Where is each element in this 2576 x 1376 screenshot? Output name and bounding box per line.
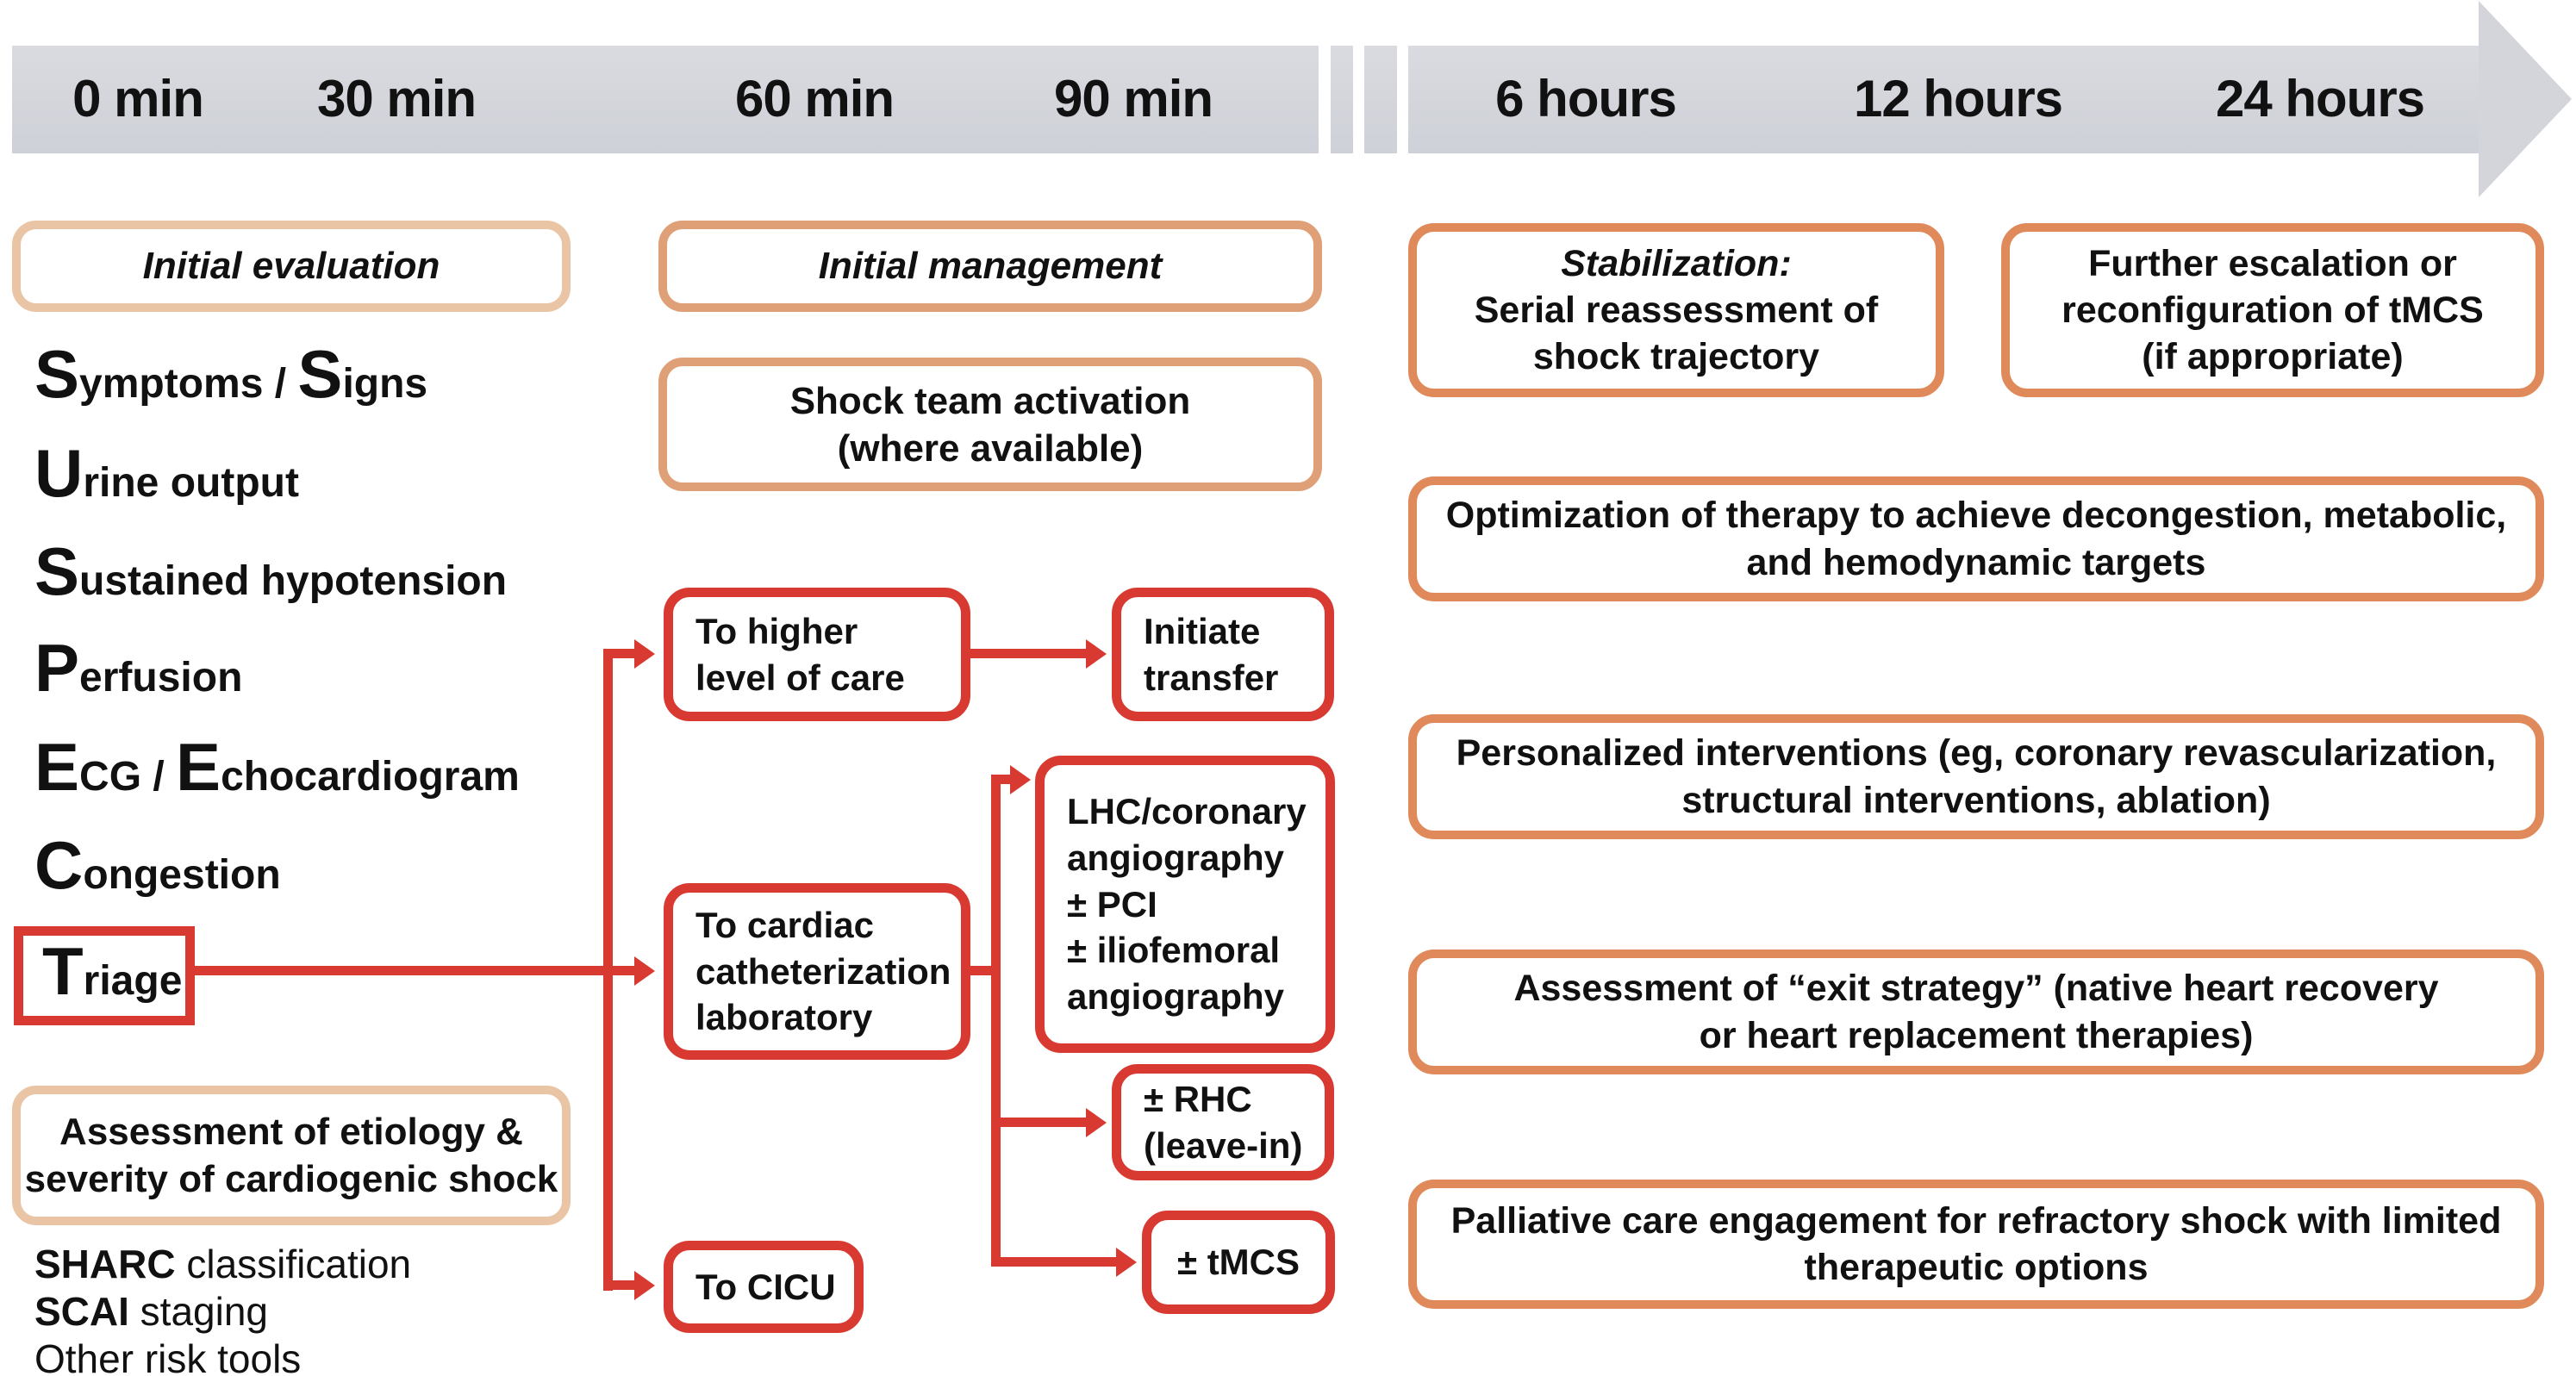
optimization-text: Optimization of therapy to achieve decon…	[1445, 495, 2507, 583]
personalized-interventions-box: Personalized interventions (eg, coronary…	[1408, 714, 2544, 839]
initial-evaluation-title: Initial evaluation	[142, 245, 440, 287]
to-higher-level-box: To higher level of care	[664, 588, 970, 721]
mnemonic-text: chocardiogram	[221, 754, 520, 800]
stabilization-box: Stabilization: Serial reassessment of sh…	[1408, 223, 1944, 397]
mnemonic-item-sustained-hypotension: Sustained hypotension	[34, 535, 507, 618]
cath-lab-box: To cardiac catheterization laboratory	[664, 883, 970, 1060]
flow-line-branch-cicu	[603, 1280, 634, 1290]
risk-tool-other: Other risk tools	[34, 1336, 411, 1376]
lhc-angiography-box: LHC/coronary angiography ± PCI ± iliofem…	[1035, 756, 1335, 1053]
shock-team-activation-box: Shock team activation (where available)	[658, 358, 1322, 491]
mnemonic-initial: T	[42, 932, 84, 1009]
mnemonic-initial: U	[34, 435, 84, 511]
mnemonic-text: ymptoms /	[79, 361, 298, 407]
timeline-bar-minutes	[12, 46, 1319, 153]
exit-strategy-box: Assessment of “exit strategy” (native he…	[1408, 950, 2544, 1074]
initiate-transfer-box: Initiate transfer	[1112, 588, 1334, 721]
to-higher-level-text: To higher level of care	[695, 610, 905, 698]
mnemonic-text: igns	[342, 361, 428, 407]
mnemonic-initial: S	[297, 336, 343, 412]
mnemonic-initial: E	[176, 729, 221, 805]
arrowhead-to-cathlab-icon	[634, 956, 655, 986]
timeline-bar-hours	[1408, 46, 2480, 153]
tmcs-text: ± tMCS	[1176, 1242, 1300, 1283]
tmcs-box: ± tMCS	[1142, 1211, 1335, 1314]
flow-line-branch-higher	[603, 649, 634, 658]
cicu-text: To CICU	[695, 1266, 836, 1307]
mnemonic-initial: S	[34, 533, 80, 609]
stabilization-text: Serial reassessment of shock trajectory	[1474, 289, 1879, 378]
timeline-label-0min: 0 min	[72, 70, 204, 128]
flow-line-triage-horizontal	[195, 966, 613, 975]
risk-tool-label: staging	[128, 1289, 269, 1334]
arrowhead-to-cicu-icon	[634, 1271, 655, 1300]
timeline-break-strip-1	[1331, 46, 1353, 153]
flow-line-branch-cathlab	[603, 966, 634, 975]
shock-team-activation-text: Shock team activation (where available)	[789, 379, 1191, 470]
exit-strategy-text: Assessment of “exit strategy” (native he…	[1513, 968, 2439, 1056]
arrowhead-initiate-transfer-icon	[1086, 639, 1107, 669]
initial-management-box: Initial management	[658, 221, 1322, 312]
flow-line-branch-tmcs	[991, 1257, 1116, 1267]
timeline-arrowhead-icon	[2479, 1, 2572, 197]
mnemonic-item-urine-output: Urine output	[34, 437, 299, 520]
timeline-label-24h: 24 hours	[2215, 70, 2425, 128]
initial-evaluation-box: Initial evaluation	[12, 221, 571, 312]
timeline-label-6h: 6 hours	[1495, 70, 1677, 128]
lhc-angiography-text: LHC/coronary angiography ± PCI ± iliofem…	[1067, 791, 1307, 1018]
mnemonic-text: CG /	[79, 754, 177, 800]
mnemonic-initial: E	[34, 729, 80, 805]
mnemonic-item-ecg-echo: ECG / Echocardiogram	[34, 731, 520, 813]
flow-line-cathlab-vertical	[991, 775, 1001, 1266]
mnemonic-initial: S	[34, 336, 80, 412]
mnemonic-initial: P	[34, 630, 80, 706]
timeline-label-90min: 90 min	[1053, 70, 1213, 128]
risk-tool-scai: SCAI staging	[34, 1288, 411, 1336]
mnemonic-item-triage: Triage	[42, 935, 182, 1018]
rhc-text: ± RHC (leave-in)	[1144, 1078, 1303, 1166]
mnemonic-text: rine output	[83, 460, 299, 506]
flow-line-branch-lhc	[991, 775, 1010, 784]
mnemonic-text: ustained hypotension	[79, 558, 508, 604]
optimization-box: Optimization of therapy to achieve decon…	[1408, 476, 2544, 601]
mnemonic-text: erfusion	[79, 655, 243, 700]
risk-tool-label: classification	[175, 1242, 412, 1286]
mnemonic-text: riage	[83, 957, 183, 1004]
cath-lab-text: To cardiac catheterization laboratory	[695, 904, 951, 1038]
mnemonic-text: ongestion	[83, 852, 281, 898]
stabilization-lead: Stabilization:	[1561, 242, 1792, 284]
flow-line-branch-rhc	[991, 1118, 1086, 1127]
further-escalation-text: Further escalation or reconfiguration of…	[2061, 242, 2484, 378]
initial-management-title: Initial management	[818, 245, 1163, 287]
flow-line-cathlab-stub	[970, 966, 1001, 975]
timeline-label-30min: 30 min	[316, 70, 477, 128]
rhc-box: ± RHC (leave-in)	[1112, 1064, 1334, 1180]
further-escalation-box: Further escalation or reconfiguration of…	[2001, 223, 2544, 397]
palliative-care-text: Palliative care engagement for refractor…	[1450, 1199, 2502, 1288]
arrowhead-to-lhc-icon	[1010, 765, 1031, 794]
mnemonic-item-congestion: Congestion	[34, 829, 281, 912]
risk-tool-acronym: SCAI	[34, 1289, 129, 1334]
arrowhead-to-rhc-icon	[1086, 1108, 1107, 1137]
risk-tool-acronym: SHARC	[34, 1242, 176, 1286]
timeline-break-strip-2	[1364, 46, 1397, 153]
arrowhead-to-tmcs-icon	[1116, 1248, 1137, 1277]
personalized-interventions-text: Personalized interventions (eg, coronary…	[1456, 732, 2497, 821]
assessment-etiology-text: Assessment of etiology & severity of car…	[24, 1111, 558, 1200]
mnemonic-item-symptoms-signs: Symptoms / Signs	[34, 338, 427, 420]
timeline-label-12h: 12 hours	[1853, 70, 2063, 128]
timeline-label-60min: 60 min	[734, 70, 895, 128]
cicu-box: To CICU	[664, 1241, 864, 1333]
palliative-care-box: Palliative care engagement for refractor…	[1408, 1180, 2544, 1309]
triage-box: Triage	[14, 926, 195, 1025]
initiate-transfer-text: Initiate transfer	[1144, 610, 1279, 698]
risk-tool-label: Other risk tools	[34, 1336, 302, 1376]
mnemonic-item-perfusion: Perfusion	[34, 632, 242, 714]
flow-line-transfer	[970, 649, 1086, 658]
risk-tool-sharc: SHARC classification	[34, 1241, 411, 1288]
risk-tools-list: SHARC classification SCAI staging Other …	[34, 1241, 411, 1376]
assessment-etiology-box: Assessment of etiology & severity of car…	[12, 1086, 571, 1225]
mnemonic-initial: C	[34, 827, 84, 903]
arrowhead-to-higher-icon	[634, 639, 655, 669]
